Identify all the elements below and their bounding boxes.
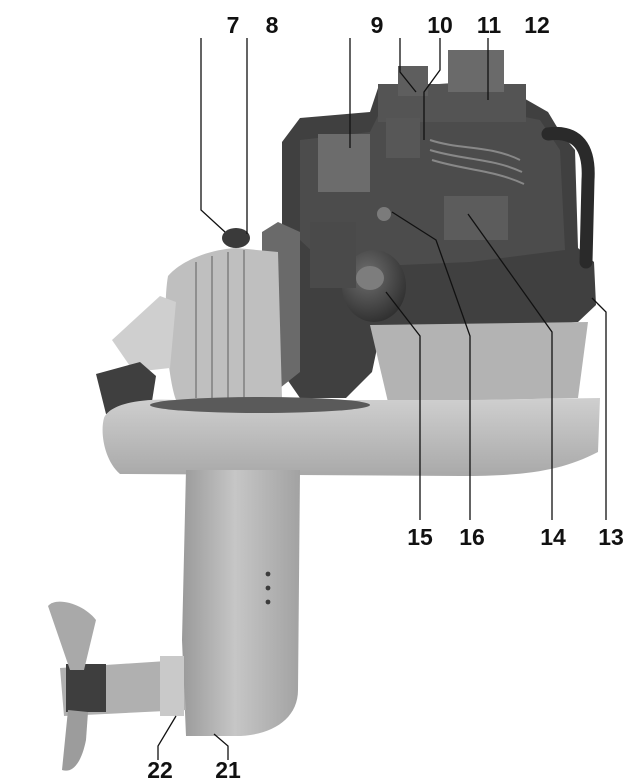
callout-7: 7 [227,12,240,38]
callout-labels: 7 8 9 10 11 12 15 16 14 13 22 21 [147,12,624,783]
callout-14: 14 [540,524,566,550]
casing-fins [195,250,245,398]
injection-lines [429,139,525,185]
saildrive-upper-casing [165,248,282,400]
propeller-blade-lower [62,710,88,771]
thermostat-housing [386,118,420,158]
leader-9b [399,38,417,93]
propeller-blade-upper [48,601,96,670]
starter-motor [310,222,356,288]
top-bracket [398,66,428,96]
mounting-plate [102,398,600,476]
engine-mount-block [370,322,588,402]
leader-lines [157,38,607,760]
coolant-tank [318,134,370,192]
leader-22 [157,715,177,760]
saildrive-leg [182,470,300,736]
leader-14 [467,213,553,520]
callout-12: 12 [524,12,550,38]
anode-bolts [265,571,271,605]
prop-anode-ring [160,656,184,716]
callout-22: 22 [147,757,173,783]
leader-13 [591,297,607,520]
front-bracket [112,296,176,372]
shift-lever-boss [222,228,250,248]
callout-16: 16 [459,524,485,550]
callout-8: 8 [266,12,279,38]
oil-filter-cap [356,266,384,290]
leader-16 [391,211,471,520]
leader-10 [423,38,441,140]
coolant-hose [541,126,595,269]
callout-11: 11 [477,12,502,38]
callout-13: 13 [598,524,624,550]
fitting [377,207,391,221]
injection-pump [444,196,508,240]
callout-21: 21 [215,757,241,783]
leader-21 [213,733,229,760]
engine-illustration [48,50,600,771]
leader-7 [200,38,226,233]
fuel-pump [448,50,504,92]
callout-15: 15 [407,524,433,550]
rubber-diaphragm [150,397,370,413]
leader-15 [385,291,421,520]
callout-10: 10 [427,12,453,38]
callout-9: 9 [371,12,384,38]
prop-hub [66,664,106,712]
